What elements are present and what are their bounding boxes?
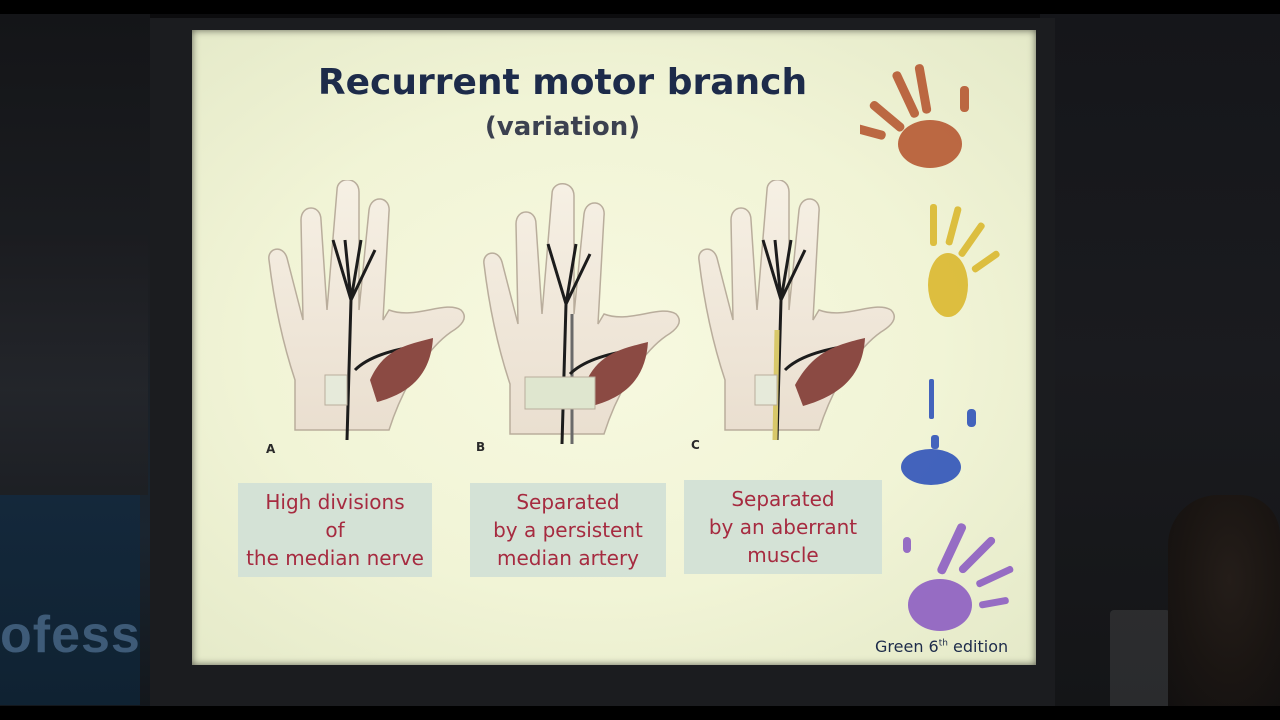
handprint-purple-icon (903, 523, 1014, 631)
slide-subtitle: (variation) (484, 112, 641, 142)
handprint-blue-icon (901, 379, 976, 485)
hand-illustrations (268, 180, 895, 445)
panel-label-a: A (266, 442, 276, 456)
wall-poster (0, 235, 148, 495)
hand-c-illustration (698, 180, 895, 441)
lamp (1110, 610, 1170, 706)
hand-a-illustration (268, 180, 465, 441)
banner-text: ofess (0, 606, 141, 664)
audience-silhouette (1168, 495, 1280, 706)
letterbox-top (0, 0, 1280, 14)
credit-superscript: th (938, 638, 948, 649)
letterbox-bottom (0, 706, 1280, 720)
source-credit: Green 6th edition (875, 637, 1008, 656)
caption-high-divisions: High divisions of the median nerve (238, 483, 432, 577)
credit-suffix: edition (947, 637, 1009, 656)
credit-prefix: Green 6 (875, 637, 939, 656)
handprint-orange-icon (860, 64, 969, 168)
slide-title: Recurrent motor branch (317, 62, 808, 103)
caption-aberrant-muscle: Separated by an aberrant muscle (684, 480, 882, 574)
banner (0, 495, 140, 705)
panel-label-b: B (476, 440, 486, 454)
caption-persistent-artery: Separated by a persistent median artery (470, 483, 666, 577)
handprint-yellow-icon (928, 204, 1000, 317)
panel-label-c: C (691, 438, 700, 452)
hand-b-illustration (483, 183, 680, 445)
